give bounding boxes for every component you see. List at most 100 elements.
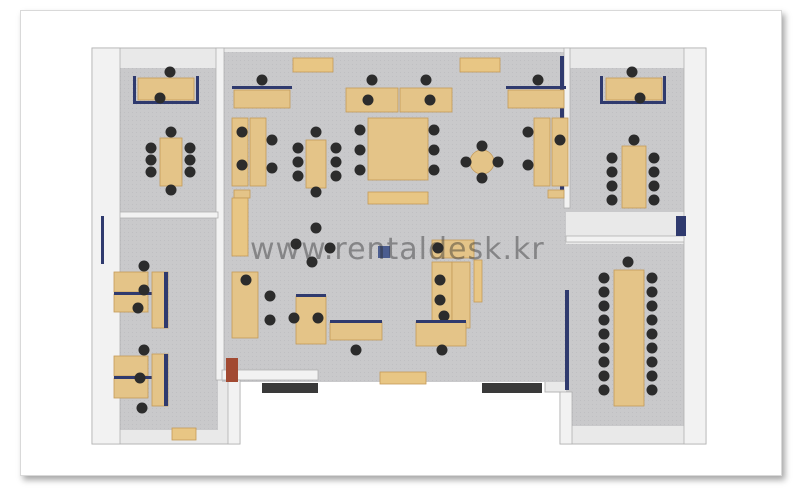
office-chair-icon [432,242,444,254]
office-chair-icon [648,152,660,164]
office-chair-icon [438,310,450,322]
office-chair-icon [138,260,150,272]
office-chair-icon [310,186,322,198]
office-chair-icon [436,344,448,356]
desk [113,355,149,377]
entrance-mats [262,383,542,393]
office-chair-icon [554,134,566,146]
office-chair-icon [646,286,658,298]
office-chair-icon [362,94,374,106]
office-chair-icon [184,166,196,178]
office-chair-icon [138,284,150,296]
office-chair-icon [184,154,196,166]
office-chair-icon [165,126,177,138]
desk [249,117,267,187]
office-chair-icon [366,74,378,86]
storage-cabinet [292,57,334,73]
office-chair-icon [330,142,342,154]
desk [533,117,551,187]
office-chair-icon [646,328,658,340]
storage-cabinet [473,259,483,303]
desk [233,89,291,109]
office-chair-icon [236,159,248,171]
office-chair-icon [165,184,177,196]
office-chair-icon [598,328,610,340]
office-chair-icon [598,314,610,326]
office-chair-icon [622,256,634,268]
office-chair-icon [606,152,618,164]
office-chair-icon [646,300,658,312]
office-chair-icon [312,312,324,324]
desk [233,189,251,199]
partition-panel [416,320,466,323]
office-chair-icon [256,74,268,86]
interior-walls [91,47,707,445]
desk [137,77,195,101]
storage-cabinet [379,371,427,385]
office-chair-icon [134,372,146,384]
partition-panel [133,101,199,104]
office-chair-icon [266,162,278,174]
storage-cabinet [367,191,429,205]
office-chair-icon [310,222,322,234]
partition-panel [663,76,666,102]
desk [551,117,569,187]
office-chair-icon [428,164,440,176]
office-chair-icon [648,180,660,192]
office-chair-icon [598,384,610,396]
round-table-icon [469,149,495,175]
office-chair-icon [532,74,544,86]
desk [605,77,663,101]
storage-cabinet [459,57,501,73]
partition-panel [196,76,199,102]
storage-cabinet [231,197,249,257]
office-chair-icon [646,272,658,284]
desk [547,189,565,199]
office-chair-icon [292,170,304,182]
office-chair-icon [154,92,166,104]
office-chair-icon [606,166,618,178]
office-chair-icon [350,344,362,356]
storage-cabinet [171,427,197,441]
desk [231,271,259,339]
meeting-table-icon [305,139,327,189]
office-chair-icon [290,238,302,250]
office-chair-icon [420,74,432,86]
office-chair-icon [476,140,488,152]
office-chair-icon [598,370,610,382]
desk [329,321,383,341]
office-chair-icon [476,172,488,184]
office-chair-icon [646,356,658,368]
meeting-table-icon [159,137,183,187]
desk [451,261,471,329]
office-chair-icon [132,302,144,314]
watermark-text: www.rentaldesk.kr [250,232,545,267]
office-chair-icon [598,286,610,298]
partition-panel [506,86,566,89]
desk [367,117,429,181]
partition-panel [600,101,666,104]
office-chair-icon [354,124,366,136]
desk [507,89,565,109]
office-chair-icon [646,342,658,354]
office-chair-icon [138,344,150,356]
office-chair-icon [288,312,300,324]
office-chair-icon [434,274,446,286]
office-chair-icon [598,272,610,284]
office-chair-icon [522,159,534,171]
office-chair-icon [145,166,157,178]
office-chair-icon [354,164,366,176]
partition-panel [164,272,168,328]
office-chair-icon [648,166,660,178]
office-chair-icon [240,274,252,286]
office-chair-icon [306,256,318,268]
office-chair-icon [598,342,610,354]
office-chair-icon [606,180,618,192]
partition-panel [232,86,292,89]
office-chair-icon [310,126,322,138]
office-chair-icon [292,156,304,168]
office-chair-icon [428,124,440,136]
office-chair-icon [236,126,248,138]
office-chair-icon [434,294,446,306]
